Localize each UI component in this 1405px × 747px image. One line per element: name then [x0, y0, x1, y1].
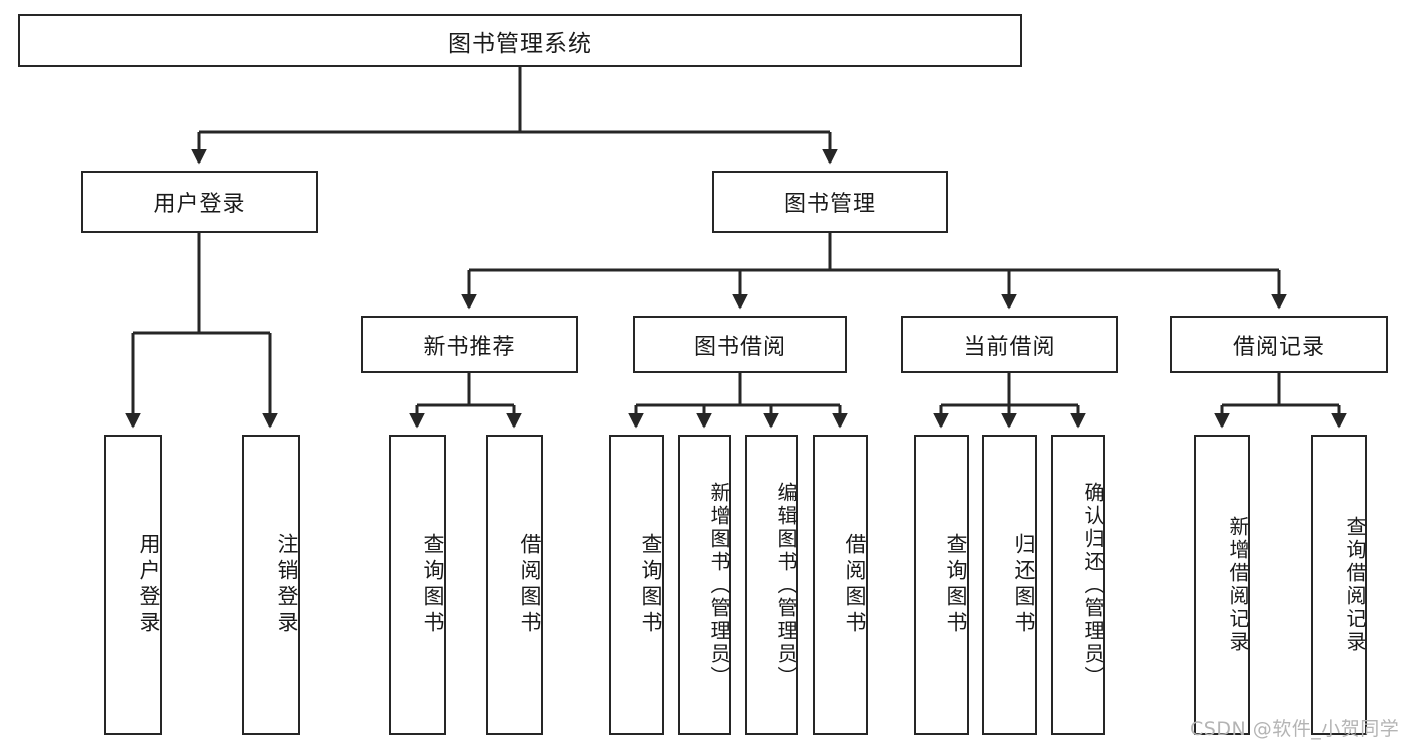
leaf-borrow-borrow-books[interactable]: 借阅图书: [813, 435, 868, 735]
leaf-current-return-books[interactable]: 归还图书: [982, 435, 1037, 735]
leaf-record-query-borrow-record[interactable]: 查询借阅记录: [1311, 435, 1367, 735]
node-book-management[interactable]: 图书管理: [712, 171, 948, 233]
leaf-current-query-books[interactable]: 查询图书: [914, 435, 969, 735]
node-user-login[interactable]: 用户登录: [81, 171, 318, 233]
leaf-borrow-edit-book-admin[interactable]: 编辑图书（管理员）: [745, 435, 798, 735]
leaf-borrow-add-book-admin[interactable]: 新增图书（管理员）: [678, 435, 731, 735]
node-root-system[interactable]: 图书管理系统: [18, 14, 1022, 67]
node-borrow-records[interactable]: 借阅记录: [1170, 316, 1388, 373]
leaf-user-login-logout[interactable]: 注销登录: [242, 435, 300, 735]
leaf-record-add-borrow-record[interactable]: 新增借阅记录: [1194, 435, 1250, 735]
leaf-user-login-login[interactable]: 用户登录: [104, 435, 162, 735]
node-new-book-recommendation[interactable]: 新书推荐: [361, 316, 578, 373]
leaf-new-book-query-books[interactable]: 查询图书: [389, 435, 446, 735]
leaf-borrow-query-books[interactable]: 查询图书: [609, 435, 664, 735]
leaf-current-confirm-return-admin[interactable]: 确认归还（管理员）: [1051, 435, 1105, 735]
node-current-borrowing[interactable]: 当前借阅: [901, 316, 1118, 373]
node-book-borrowing[interactable]: 图书借阅: [633, 316, 847, 373]
leaf-new-book-borrow-books[interactable]: 借阅图书: [486, 435, 543, 735]
